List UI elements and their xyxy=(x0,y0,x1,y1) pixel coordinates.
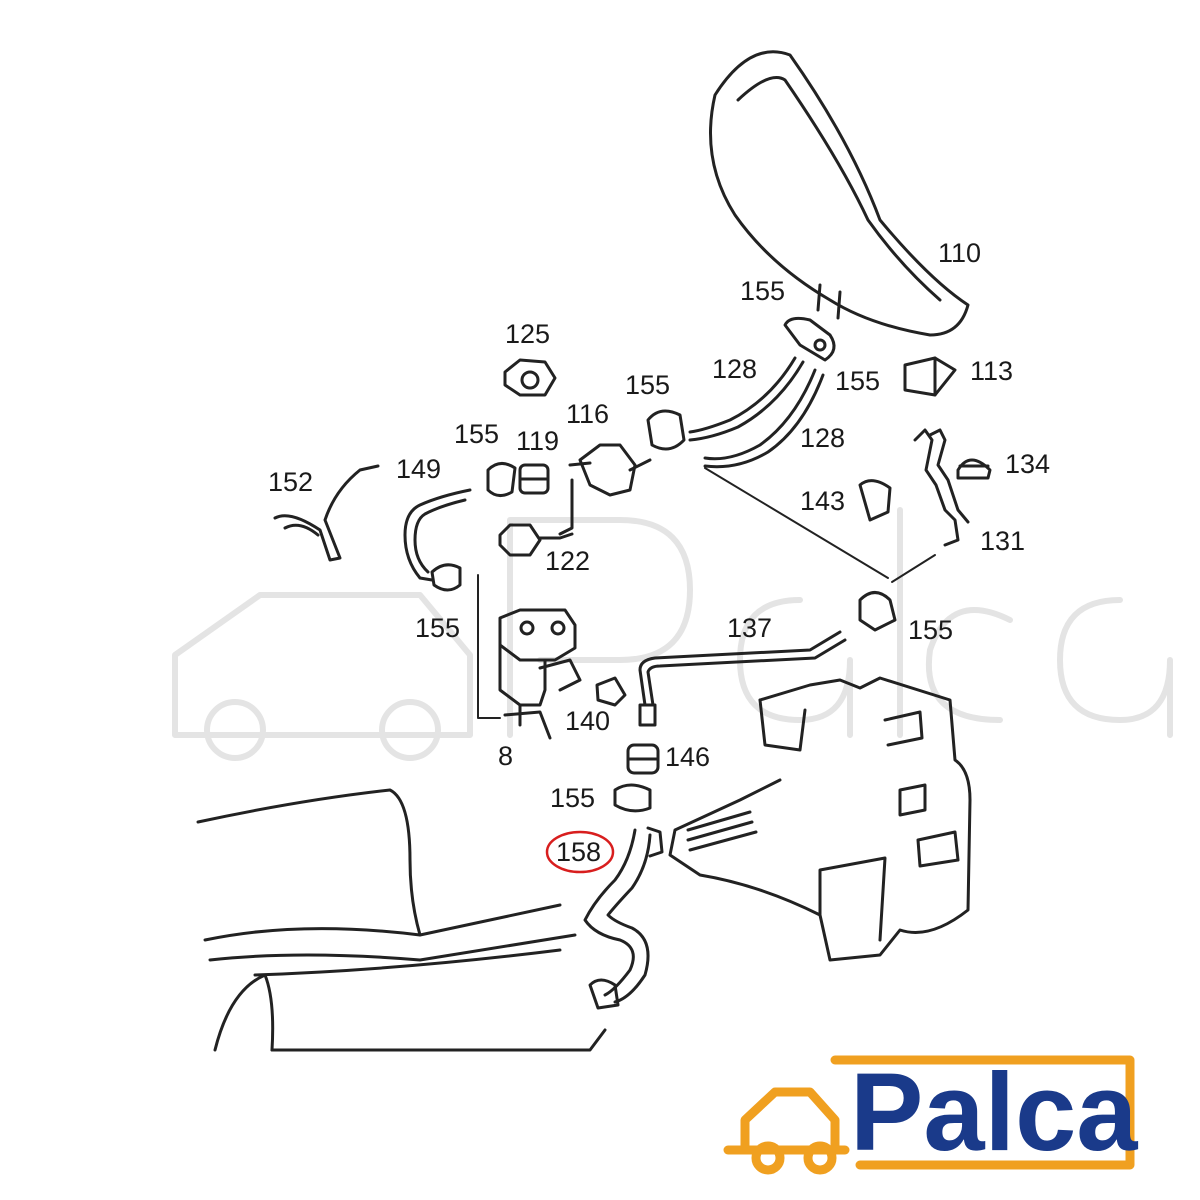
part-155-clip-right xyxy=(858,591,897,632)
logo-car-icon xyxy=(723,1055,1135,1175)
part-146-grommet xyxy=(626,743,660,775)
part-131-pipe xyxy=(913,428,970,547)
label-128: 128 xyxy=(800,423,845,453)
label-143: 143 xyxy=(800,486,845,516)
label-155: 155 xyxy=(454,419,499,449)
label-110: 110 xyxy=(938,238,981,268)
part-119-grommet xyxy=(518,463,550,495)
label-155: 155 xyxy=(415,613,460,643)
label-149: 149 xyxy=(396,454,441,484)
logo-text: Palca xyxy=(850,1051,1138,1174)
highlight-circle-158 xyxy=(545,830,615,874)
label-137: 137 xyxy=(727,613,772,643)
label-155: 155 xyxy=(550,783,595,813)
part-149-hose xyxy=(403,488,472,582)
part-137-pipe xyxy=(638,630,847,727)
part-152-pipe xyxy=(273,464,380,562)
label-8: 8 xyxy=(498,741,513,771)
part-113-connector xyxy=(903,356,957,397)
part-8-pump xyxy=(498,608,582,740)
label-155: 155 xyxy=(835,366,880,396)
part-143-clip xyxy=(858,479,892,522)
label-155: 155 xyxy=(908,615,953,645)
part-155-clip-top xyxy=(783,316,836,362)
label-128: 128 xyxy=(712,354,757,384)
brand-logo: Palca xyxy=(723,1051,1138,1175)
label-155: 155 xyxy=(740,276,785,306)
label-140: 140 xyxy=(565,706,610,736)
part-155-clip-149 xyxy=(486,462,517,497)
part-116-valve xyxy=(568,443,652,497)
part-155-clip-116 xyxy=(646,409,686,451)
label-158-highlighted: 158 xyxy=(556,837,601,867)
washer-tank xyxy=(668,676,972,962)
part-128-hoses xyxy=(688,356,825,469)
part-158-hose xyxy=(583,826,664,1010)
label-122: 122 xyxy=(545,546,590,576)
part-125-nut xyxy=(503,358,557,397)
label-146: 146 xyxy=(665,742,710,772)
part-122-bolt xyxy=(498,478,574,557)
part-155-clip-lower xyxy=(613,783,652,813)
part-140-clip xyxy=(595,676,627,707)
part-labels: 110 155 125 128 155 113 155 116 128 155 … xyxy=(268,238,1050,867)
label-125: 125 xyxy=(505,319,550,349)
label-152: 152 xyxy=(268,467,313,497)
label-116: 116 xyxy=(566,399,609,429)
watermark-logo xyxy=(172,507,1173,761)
label-155: 155 xyxy=(625,370,670,400)
part-155-clip-left xyxy=(430,563,462,592)
label-134: 134 xyxy=(1005,449,1050,479)
part-134-grommet xyxy=(956,458,992,480)
engine-block-outline xyxy=(196,788,607,1052)
label-119: 119 xyxy=(516,426,559,456)
part-110-reservoir xyxy=(709,50,970,337)
label-131: 131 xyxy=(980,526,1025,556)
label-113: 113 xyxy=(970,356,1013,386)
